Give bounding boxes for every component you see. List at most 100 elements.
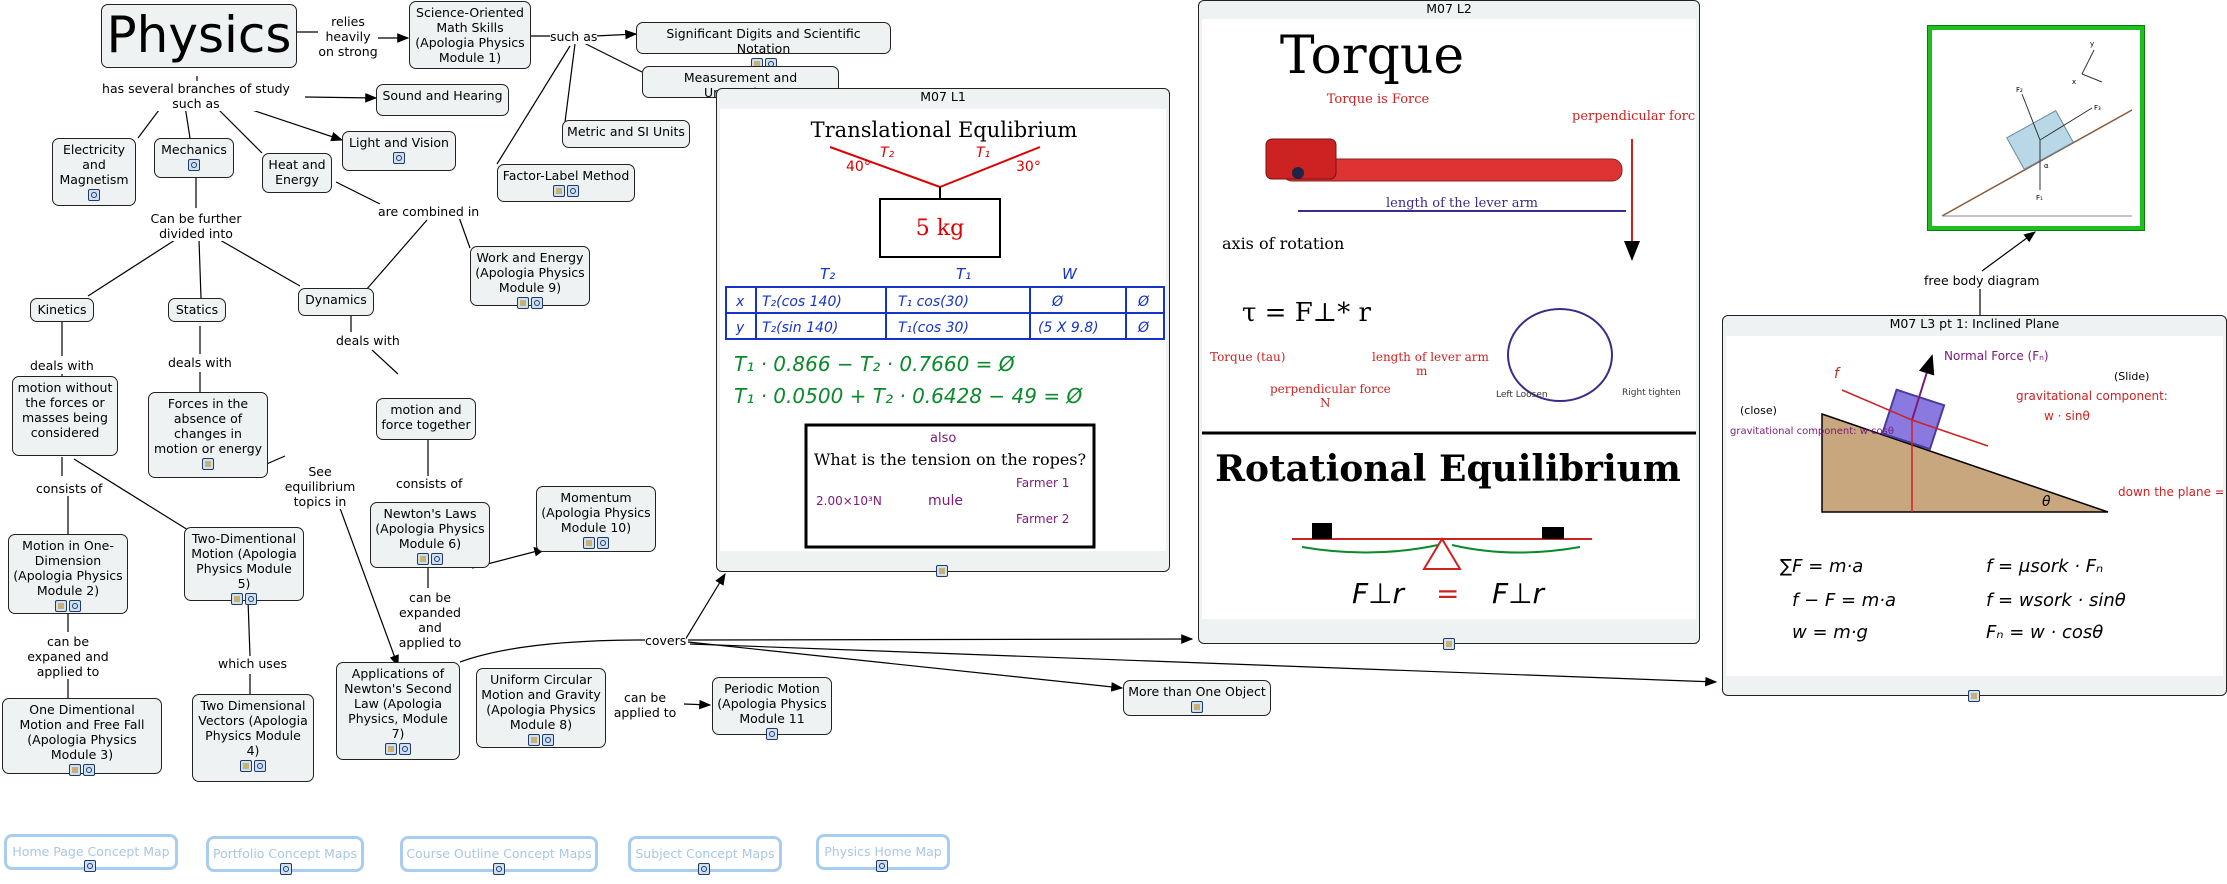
normal-force-label: Normal Force (Fₙ) <box>1944 349 2049 363</box>
equation-normal: Fₙ = w · cosθ <box>1986 622 2103 643</box>
concept-map-icon[interactable] <box>188 159 200 171</box>
y-eq: Ø <box>1137 320 1150 336</box>
concept-map-icon[interactable] <box>531 297 543 309</box>
tension-t2-label: T₂ <box>880 145 895 161</box>
concept-map-icon[interactable] <box>83 764 95 776</box>
balance-equals: = <box>1436 577 1459 610</box>
panel-title: M07 L3 pt 1: Inclined Plane <box>1889 316 2060 331</box>
nav-portfolio-map-icon[interactable] <box>280 863 292 875</box>
node-heat-energy[interactable]: Heat and Energy <box>262 153 332 193</box>
y-w: (5 X 9.8) <box>1038 320 1099 336</box>
panel-l3-resource-icon[interactable] <box>1968 690 1980 702</box>
node-factor-label[interactable]: Factor-Label Method <box>497 164 635 202</box>
node-newtons-laws[interactable]: Newton's Laws (Apologia Physics Module 6… <box>370 502 490 568</box>
node-mechanics[interactable]: Mechanics <box>154 138 234 178</box>
resource-icon[interactable] <box>385 743 397 755</box>
node-uniform-circular-motion[interactable]: Uniform Circular Motion and Gravity (Apo… <box>476 668 606 748</box>
nav-subject-concept-maps[interactable]: Subject Concept Maps <box>628 836 782 872</box>
down-negative-label: down the plane = neg. <box>2118 485 2223 499</box>
grav-slide-label: gravitational component: <box>2016 389 2168 403</box>
resource-icon[interactable] <box>55 600 67 612</box>
node-light-vision[interactable]: Light and Vision <box>342 131 456 171</box>
node-science-math-skills[interactable]: Science-Oriented Math Skills (Apologia P… <box>409 1 531 69</box>
panel-image: Translational Equlibrium 40° 30° T₂ T₁ 5… <box>720 109 1166 551</box>
torque-heading: Torque <box>1280 26 1464 86</box>
node-kinetics[interactable]: Kinetics <box>30 298 94 322</box>
row-x: x <box>735 294 745 310</box>
free-body-sketch: y x F₂ F₃ F₁ α <box>1941 40 2133 217</box>
resource-icon[interactable] <box>583 537 595 549</box>
node-motion-without-forces[interactable]: motion without the forces or masses bein… <box>12 376 118 456</box>
panel-l1-resource-icon[interactable] <box>936 565 948 577</box>
col-t1: T₁ <box>956 265 971 283</box>
panel-l2-resource-icon[interactable] <box>1443 638 1455 650</box>
panel-image: Torque Torque is Force perpendicular for… <box>1202 19 1696 619</box>
node-sound-hearing[interactable]: Sound and Hearing <box>376 84 509 116</box>
node-significant-digits[interactable]: Significant Digits and Scientific Notati… <box>636 22 891 70</box>
phrase-expanded-applied: can be expanded and applied to <box>394 590 466 650</box>
phrase-branches: has several branches of study such as <box>96 81 296 111</box>
fbd-f3: F₃ <box>2094 104 2101 112</box>
node-motion-one-dimension[interactable]: Motion in One-Dimension (Apologia Physic… <box>8 534 128 614</box>
resource-icon[interactable] <box>240 760 252 772</box>
resource-icon[interactable] <box>417 553 429 565</box>
concept-map-icon[interactable] <box>254 760 266 772</box>
panel-inclined-plane[interactable]: M07 L3 pt 1: Inclined Plane Normal Force… <box>1722 315 2227 696</box>
free-body-diagram-image[interactable]: y x F₂ F₃ F₁ α <box>1927 25 2145 231</box>
concept-map-icon[interactable] <box>393 152 405 164</box>
concept-map-icon[interactable] <box>597 537 609 549</box>
nav-course-map-icon[interactable] <box>493 863 505 875</box>
y-t2: T₂(sin 140) <box>762 320 838 336</box>
panel-title: M07 L2 <box>1426 1 1472 16</box>
lever-arm-label: length of the lever arm <box>1386 196 1538 211</box>
nav-home-map-icon[interactable] <box>84 860 96 872</box>
phrase-free-body-diagram: free body diagram <box>1924 273 2040 288</box>
resource-icon[interactable] <box>553 185 565 197</box>
node-motion-force-together[interactable]: motion and force together <box>376 398 476 440</box>
resource-icon[interactable] <box>231 593 243 605</box>
node-more-than-one-object[interactable]: More than One Object <box>1123 680 1271 716</box>
concept-map-icon[interactable] <box>88 189 100 201</box>
concept-map-icon[interactable] <box>431 553 443 565</box>
node-two-dimensional-vectors[interactable]: Two Dimensional Vectors (Apologia Physic… <box>192 694 314 782</box>
node-work-energy[interactable]: Work and Energy (Apologia Physics Module… <box>470 246 590 309</box>
concept-map-icon[interactable] <box>542 734 554 746</box>
resource-icon[interactable] <box>1191 701 1203 713</box>
sketch-heading: Translational Equlibrium <box>811 118 1078 142</box>
node-forces-absence[interactable]: Forces in the absence of changes in moti… <box>148 392 268 478</box>
nav-physics-home-map[interactable]: Physics Home Map <box>816 834 950 870</box>
nav-physics-home-icon[interactable] <box>876 860 888 872</box>
perp-force-n-label: perpendicular force <box>1270 382 1391 396</box>
mule-label: mule <box>928 493 963 509</box>
phrase-can-be-applied: can be applied to <box>606 690 684 720</box>
node-momentum[interactable]: Momentum (Apologia Physics Module 10) <box>536 486 656 552</box>
concept-map-icon[interactable] <box>567 185 579 197</box>
node-statics[interactable]: Statics <box>168 298 226 322</box>
phrase-further-divided: Can be further divided into <box>146 211 246 241</box>
concept-map-icon[interactable] <box>766 728 778 740</box>
node-periodic-motion[interactable]: Periodic Motion (Apologia Physics Module… <box>712 677 832 740</box>
resource-icon[interactable] <box>528 734 540 746</box>
nav-subject-map-icon[interactable] <box>698 863 710 875</box>
node-electricity-magnetism[interactable]: Electricity and Magnetism <box>52 138 136 206</box>
nav-portfolio-concept-maps[interactable]: Portfolio Concept Maps <box>206 836 364 872</box>
concept-map-icon[interactable] <box>399 743 411 755</box>
concept-map-icon[interactable] <box>245 593 257 605</box>
phrase-relies-heavily: relies heavily on strong <box>318 14 378 59</box>
panel-translational-equilibrium[interactable]: M07 L1 Translational Equlibrium 40° 30° … <box>716 88 1170 572</box>
concept-map-icon[interactable] <box>69 600 81 612</box>
left-loosen-label: Left Loosen <box>1496 390 1548 400</box>
phrase-see-equilibrium: See equilibrium topics in <box>282 464 358 509</box>
node-dynamics[interactable]: Dynamics <box>298 288 374 316</box>
resource-icon[interactable] <box>69 764 81 776</box>
node-two-dimensional-motion[interactable]: Two-Dimentional Motion (Apologia Physics… <box>184 527 304 605</box>
node-free-fall[interactable]: One Dimentional Motion and Free Fall (Ap… <box>2 698 162 776</box>
panel-torque[interactable]: M07 L2 Torque Torque is Force perpendicu… <box>1198 0 1700 644</box>
torque-subtitle: Torque is Force <box>1327 92 1430 107</box>
slide-label: (Slide) <box>2114 370 2149 383</box>
resource-icon[interactable] <box>517 297 529 309</box>
resource-icon[interactable] <box>202 458 214 470</box>
node-applications-newtons-second-law[interactable]: Applications of Newton's Second Law (Apo… <box>336 662 460 760</box>
node-metric-si-units[interactable]: Metric and SI Units <box>562 120 690 148</box>
x-w: Ø <box>1051 294 1064 310</box>
